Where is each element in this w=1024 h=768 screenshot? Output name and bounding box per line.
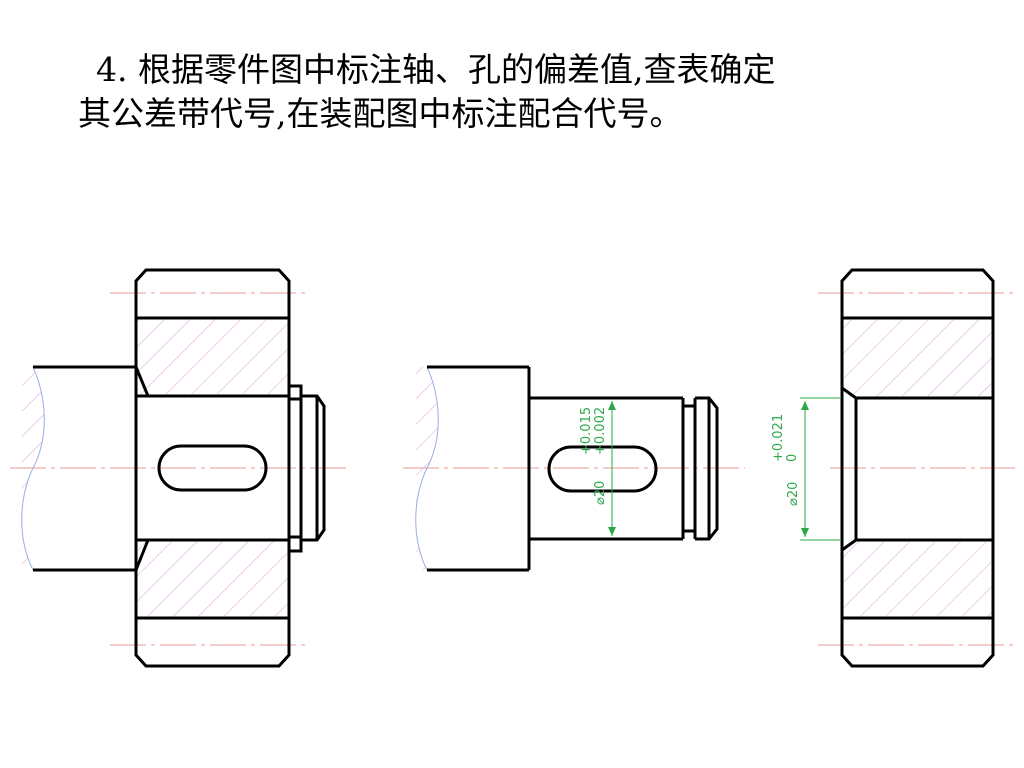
assembly-hub-hatch-bottom [136, 540, 289, 618]
task-line-2: 其公差带代号,在装配图中标注配合代号。 [78, 94, 683, 133]
assembly-drawing [10, 268, 350, 668]
hole-hatch-top [842, 318, 993, 398]
assembly-centerlines [10, 292, 350, 646]
assembly-hub-hatch-top [136, 318, 289, 396]
hole-centerlines [818, 292, 1015, 646]
shaft-outline [427, 365, 719, 572]
hole-dim-upper: +0.021 [771, 414, 786, 462]
hole-part-drawing: ⌀20 +0.021 0 [771, 268, 1015, 668]
hole-dimension: ⌀20 +0.021 0 [771, 397, 840, 541]
shaft-dimension: ⌀20 +0.015 +0.002 [579, 401, 616, 536]
assembly-outline [33, 268, 326, 668]
shaft-dim-lower: +0.002 [593, 407, 608, 455]
shaft-dim-nominal: ⌀20 [593, 481, 608, 505]
hole-dim-nominal: ⌀20 [786, 482, 801, 506]
shaft-part-drawing: ⌀20 +0.015 +0.002 [403, 365, 745, 572]
shaft-break-line [415, 366, 439, 571]
shaft-dim-upper: +0.015 [579, 407, 594, 455]
assembly-break-line [21, 366, 45, 571]
assembly-shaft-break-hatch [21, 367, 45, 570]
task-text: 4. 根据零件图中标注轴、孔的偏差值,查表确定 其公差带代号,在装配图中标注配合… [78, 48, 978, 136]
hole-hatch-bottom [842, 540, 993, 618]
shaft-break-hatch [415, 367, 439, 570]
hole-dim-lower: 0 [785, 454, 800, 462]
hole-outline [840, 268, 995, 668]
task-line-1: 4. 根据零件图中标注轴、孔的偏差值,查表确定 [96, 50, 776, 89]
